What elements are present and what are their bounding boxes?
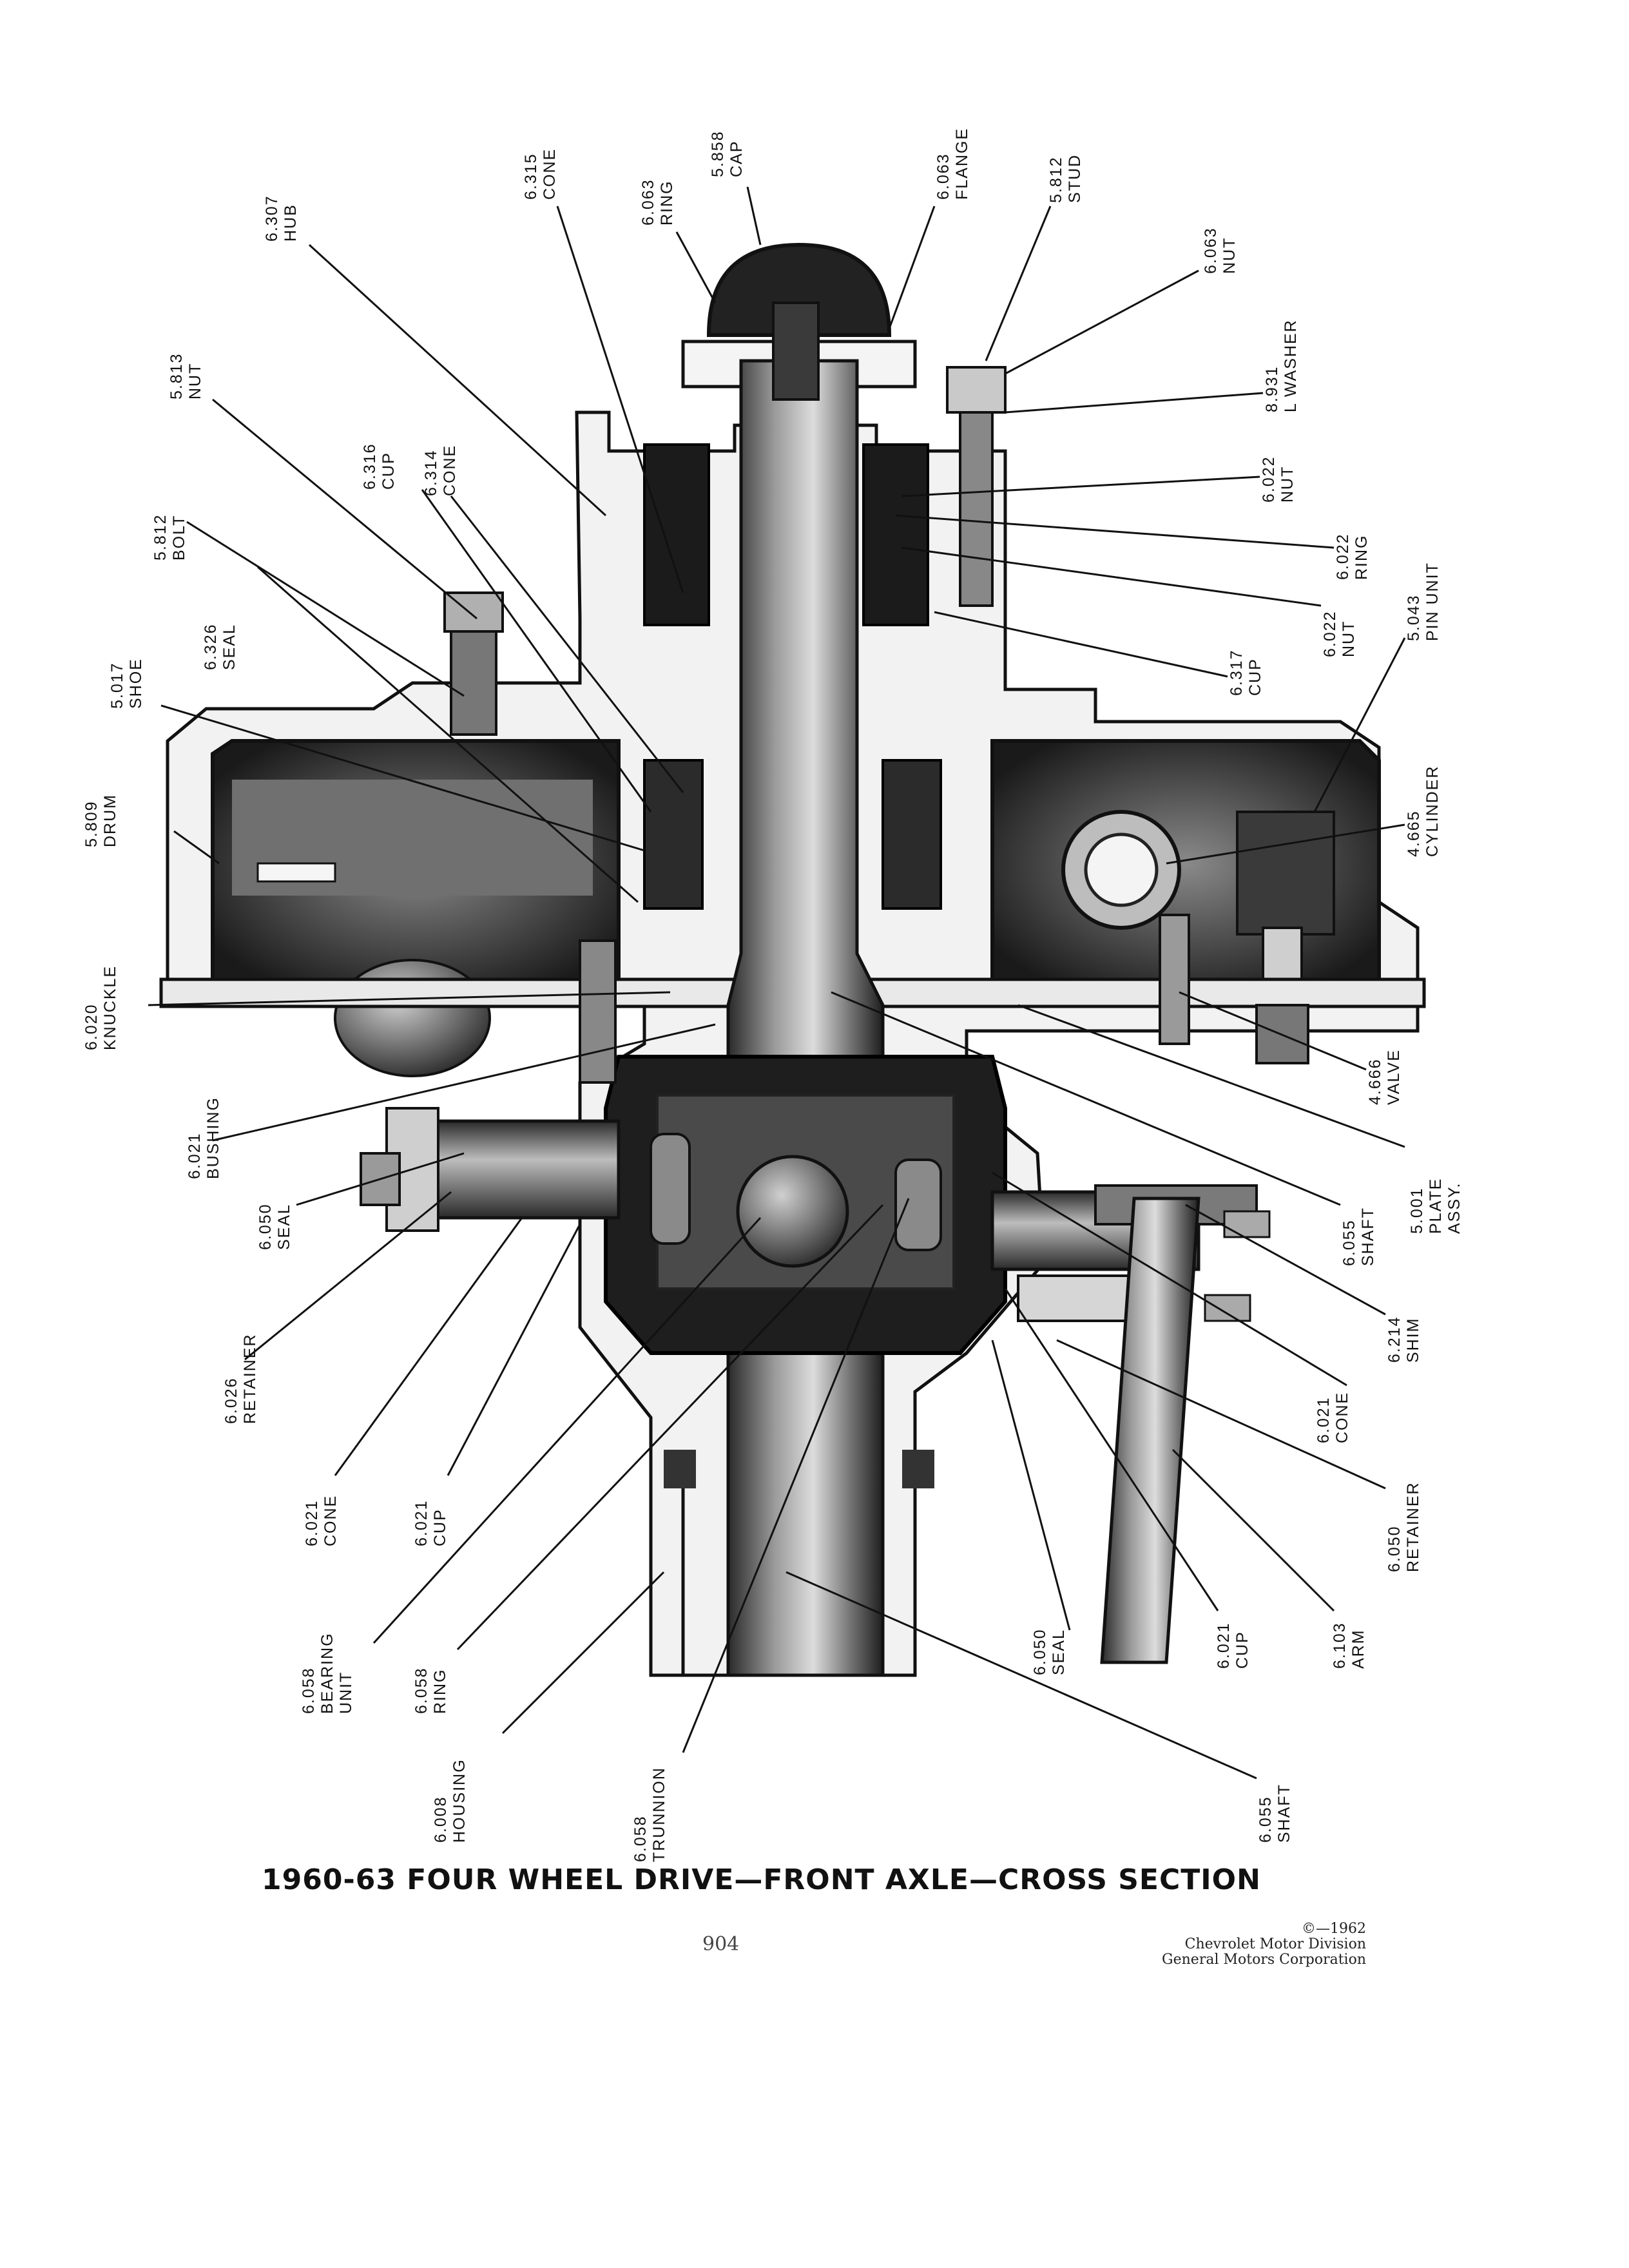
knuckle-bolt xyxy=(579,939,617,1084)
left-shaft xyxy=(410,1119,621,1220)
seal-right xyxy=(882,759,942,910)
copyright-line: Chevrolet Motor Division xyxy=(1184,1936,1366,1952)
stud-nut xyxy=(946,366,1007,414)
page-title: 1960-63 FOUR WHEEL DRIVE—FRONT AXLE—CROS… xyxy=(262,1863,1261,1896)
brake-drum-right xyxy=(990,739,1381,988)
seal-left xyxy=(643,759,704,910)
page-number: 904 xyxy=(702,1933,740,1956)
hub-cap xyxy=(706,242,892,337)
drum-bolt xyxy=(450,617,497,736)
upper-bearing-right xyxy=(862,443,929,626)
brake-drum-left xyxy=(211,739,621,1077)
valve-body xyxy=(1159,914,1190,1045)
copyright-line: General Motors Corporation xyxy=(1162,1952,1366,1968)
copyright-line: ©—1962 xyxy=(1302,1921,1366,1937)
copyright-notice: ©—1962 Chevrolet Motor Division General … xyxy=(1115,1921,1366,1968)
upper-bearing-left xyxy=(643,443,710,626)
trunnion-ball xyxy=(736,1155,849,1268)
shaft-stud xyxy=(772,302,820,401)
leader-lines xyxy=(148,186,1406,1780)
